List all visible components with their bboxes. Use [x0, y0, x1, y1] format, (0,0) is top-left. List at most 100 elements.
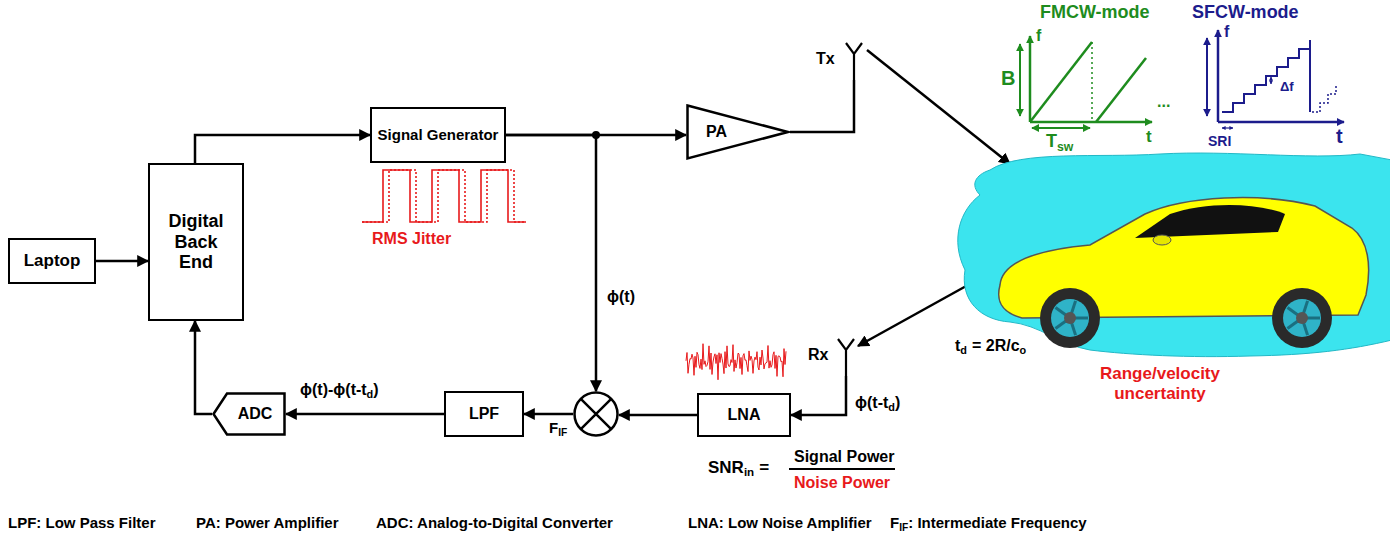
signal-connector — [867, 50, 1010, 164]
subscript: IF — [899, 522, 908, 533]
label-group: B — [1001, 66, 1015, 90]
label-group: f — [1224, 22, 1229, 41]
sweep-time-arrow — [1032, 127, 1090, 129]
processor-box: Digital Back End — [148, 163, 244, 321]
signal-connector — [96, 260, 148, 263]
signal-label: F — [890, 514, 899, 531]
mixer-symbol: FIF — [573, 391, 619, 437]
node-text: ADC — [238, 405, 273, 423]
node-label: Range/velocity uncertainty — [1075, 364, 1245, 403]
antenna-symbol: Rx — [808, 336, 856, 376]
band-arrow — [1206, 38, 1208, 116]
node-label: ADC — [238, 405, 273, 423]
jittered-waveform — [362, 170, 526, 222]
axis — [1030, 121, 1152, 124]
sfcw-chart — [1207, 30, 1344, 128]
node-label: PA — [706, 123, 727, 141]
node-label: Digital Back End — [160, 211, 232, 273]
signal-label: ... — [1157, 93, 1170, 110]
frequency-steps — [1222, 40, 1310, 112]
chirp-ramp — [1030, 42, 1092, 122]
node-label: LNA — [728, 406, 761, 424]
signal-label: B — [1001, 67, 1015, 89]
label-group: PA: Power Amplifier — [196, 514, 339, 532]
signal-label: SFCW-mode — [1192, 2, 1299, 22]
signal-connector — [506, 135, 596, 391]
node-text: LPF — [469, 405, 499, 423]
label-group: SRI — [1208, 133, 1231, 150]
signal-label: T — [1046, 131, 1057, 151]
signal-label: LPF: Low Pass Filter — [8, 514, 156, 531]
node-text: Digital Back End — [160, 211, 232, 273]
signal-label: ) — [895, 394, 900, 411]
car-wheel — [1272, 288, 1332, 348]
label-group: FIF: Intermediate Frequency — [890, 514, 1087, 534]
label-group: Noise Power — [794, 473, 890, 492]
filter-box: LPF — [444, 391, 524, 437]
junction-dot — [592, 131, 600, 139]
signal-label: ) — [373, 381, 378, 398]
signal-label: FMCW-mode — [1040, 2, 1150, 22]
signal-label: SNR — [708, 458, 744, 477]
signal-label: f — [1036, 27, 1041, 44]
node-label: Rx — [808, 346, 828, 364]
sweep-boundary — [1091, 42, 1093, 122]
node-text: Tx — [816, 50, 835, 68]
subscript: d — [888, 401, 895, 413]
label-group: t — [1336, 124, 1343, 148]
step-size-arrow — [1270, 77, 1271, 84]
signal-connector — [858, 285, 968, 346]
amplifier-triangle: PA — [686, 104, 790, 160]
node-label: IF — [558, 427, 567, 438]
signal-connector — [790, 80, 854, 132]
antenna-symbol: Tx — [816, 40, 864, 80]
signal-label: Δf — [1280, 79, 1294, 94]
node-text: Signal Generator — [378, 126, 499, 143]
node-text: Range/velocity uncertainty — [1075, 364, 1245, 403]
axis — [1217, 30, 1220, 122]
clock-waveform — [362, 170, 526, 222]
subscript: d — [367, 388, 374, 400]
label-group: Signal Power — [794, 447, 894, 466]
subscript: sw — [1057, 140, 1073, 154]
converter-box: ADC — [212, 392, 286, 436]
signal-connector — [286, 413, 444, 416]
edge-label: ϕ(t) — [605, 288, 637, 306]
node-text: LNA — [728, 406, 761, 424]
signal-label: = 2R/c — [972, 337, 1020, 354]
signal-label: ϕ(t)-ϕ(t-t — [300, 381, 367, 398]
signal-connector — [195, 135, 370, 163]
signal-label: Noise Power — [794, 474, 890, 491]
signal-connector — [791, 376, 846, 415]
label-group: ... — [1157, 92, 1170, 111]
label-group: RMS Jitter — [372, 229, 451, 248]
signal-label: t — [1336, 125, 1343, 147]
node-label: Laptop — [24, 251, 81, 271]
signal-connector — [524, 413, 573, 416]
subscript: in — [744, 466, 754, 478]
label-group: Δf — [1280, 79, 1294, 95]
subscript: o — [1020, 344, 1027, 356]
node-label: F — [549, 419, 558, 436]
label-group: SNRin = — [708, 458, 769, 480]
fraction-line — [789, 468, 895, 470]
node-label: LPF — [469, 405, 499, 423]
signal-label: : Intermediate Frequency — [908, 514, 1086, 531]
bandwidth-arrow — [1019, 44, 1021, 116]
label-group: ϕ(t)-ϕ(t-td) — [300, 380, 379, 401]
mixer-circle — [575, 393, 618, 436]
target-cloud: Range/velocity uncertainty — [930, 150, 1390, 402]
node-text: FIF — [549, 419, 567, 439]
signal-label: LNA: Low Noise Amplifier — [688, 514, 872, 531]
rms-jitter-waveform — [362, 170, 526, 222]
node-text: Laptop — [24, 251, 81, 271]
label-group: f — [1036, 26, 1041, 45]
label-group: LNA: Low Noise Amplifier — [688, 514, 872, 532]
axis — [1218, 121, 1344, 124]
node-text: PA — [706, 123, 727, 141]
mixer-cross — [581, 399, 611, 429]
signal-connector — [195, 321, 212, 414]
signal-label: = — [759, 458, 769, 477]
signal-label: f — [1224, 23, 1229, 40]
frequency-steps-continued — [1312, 85, 1336, 112]
